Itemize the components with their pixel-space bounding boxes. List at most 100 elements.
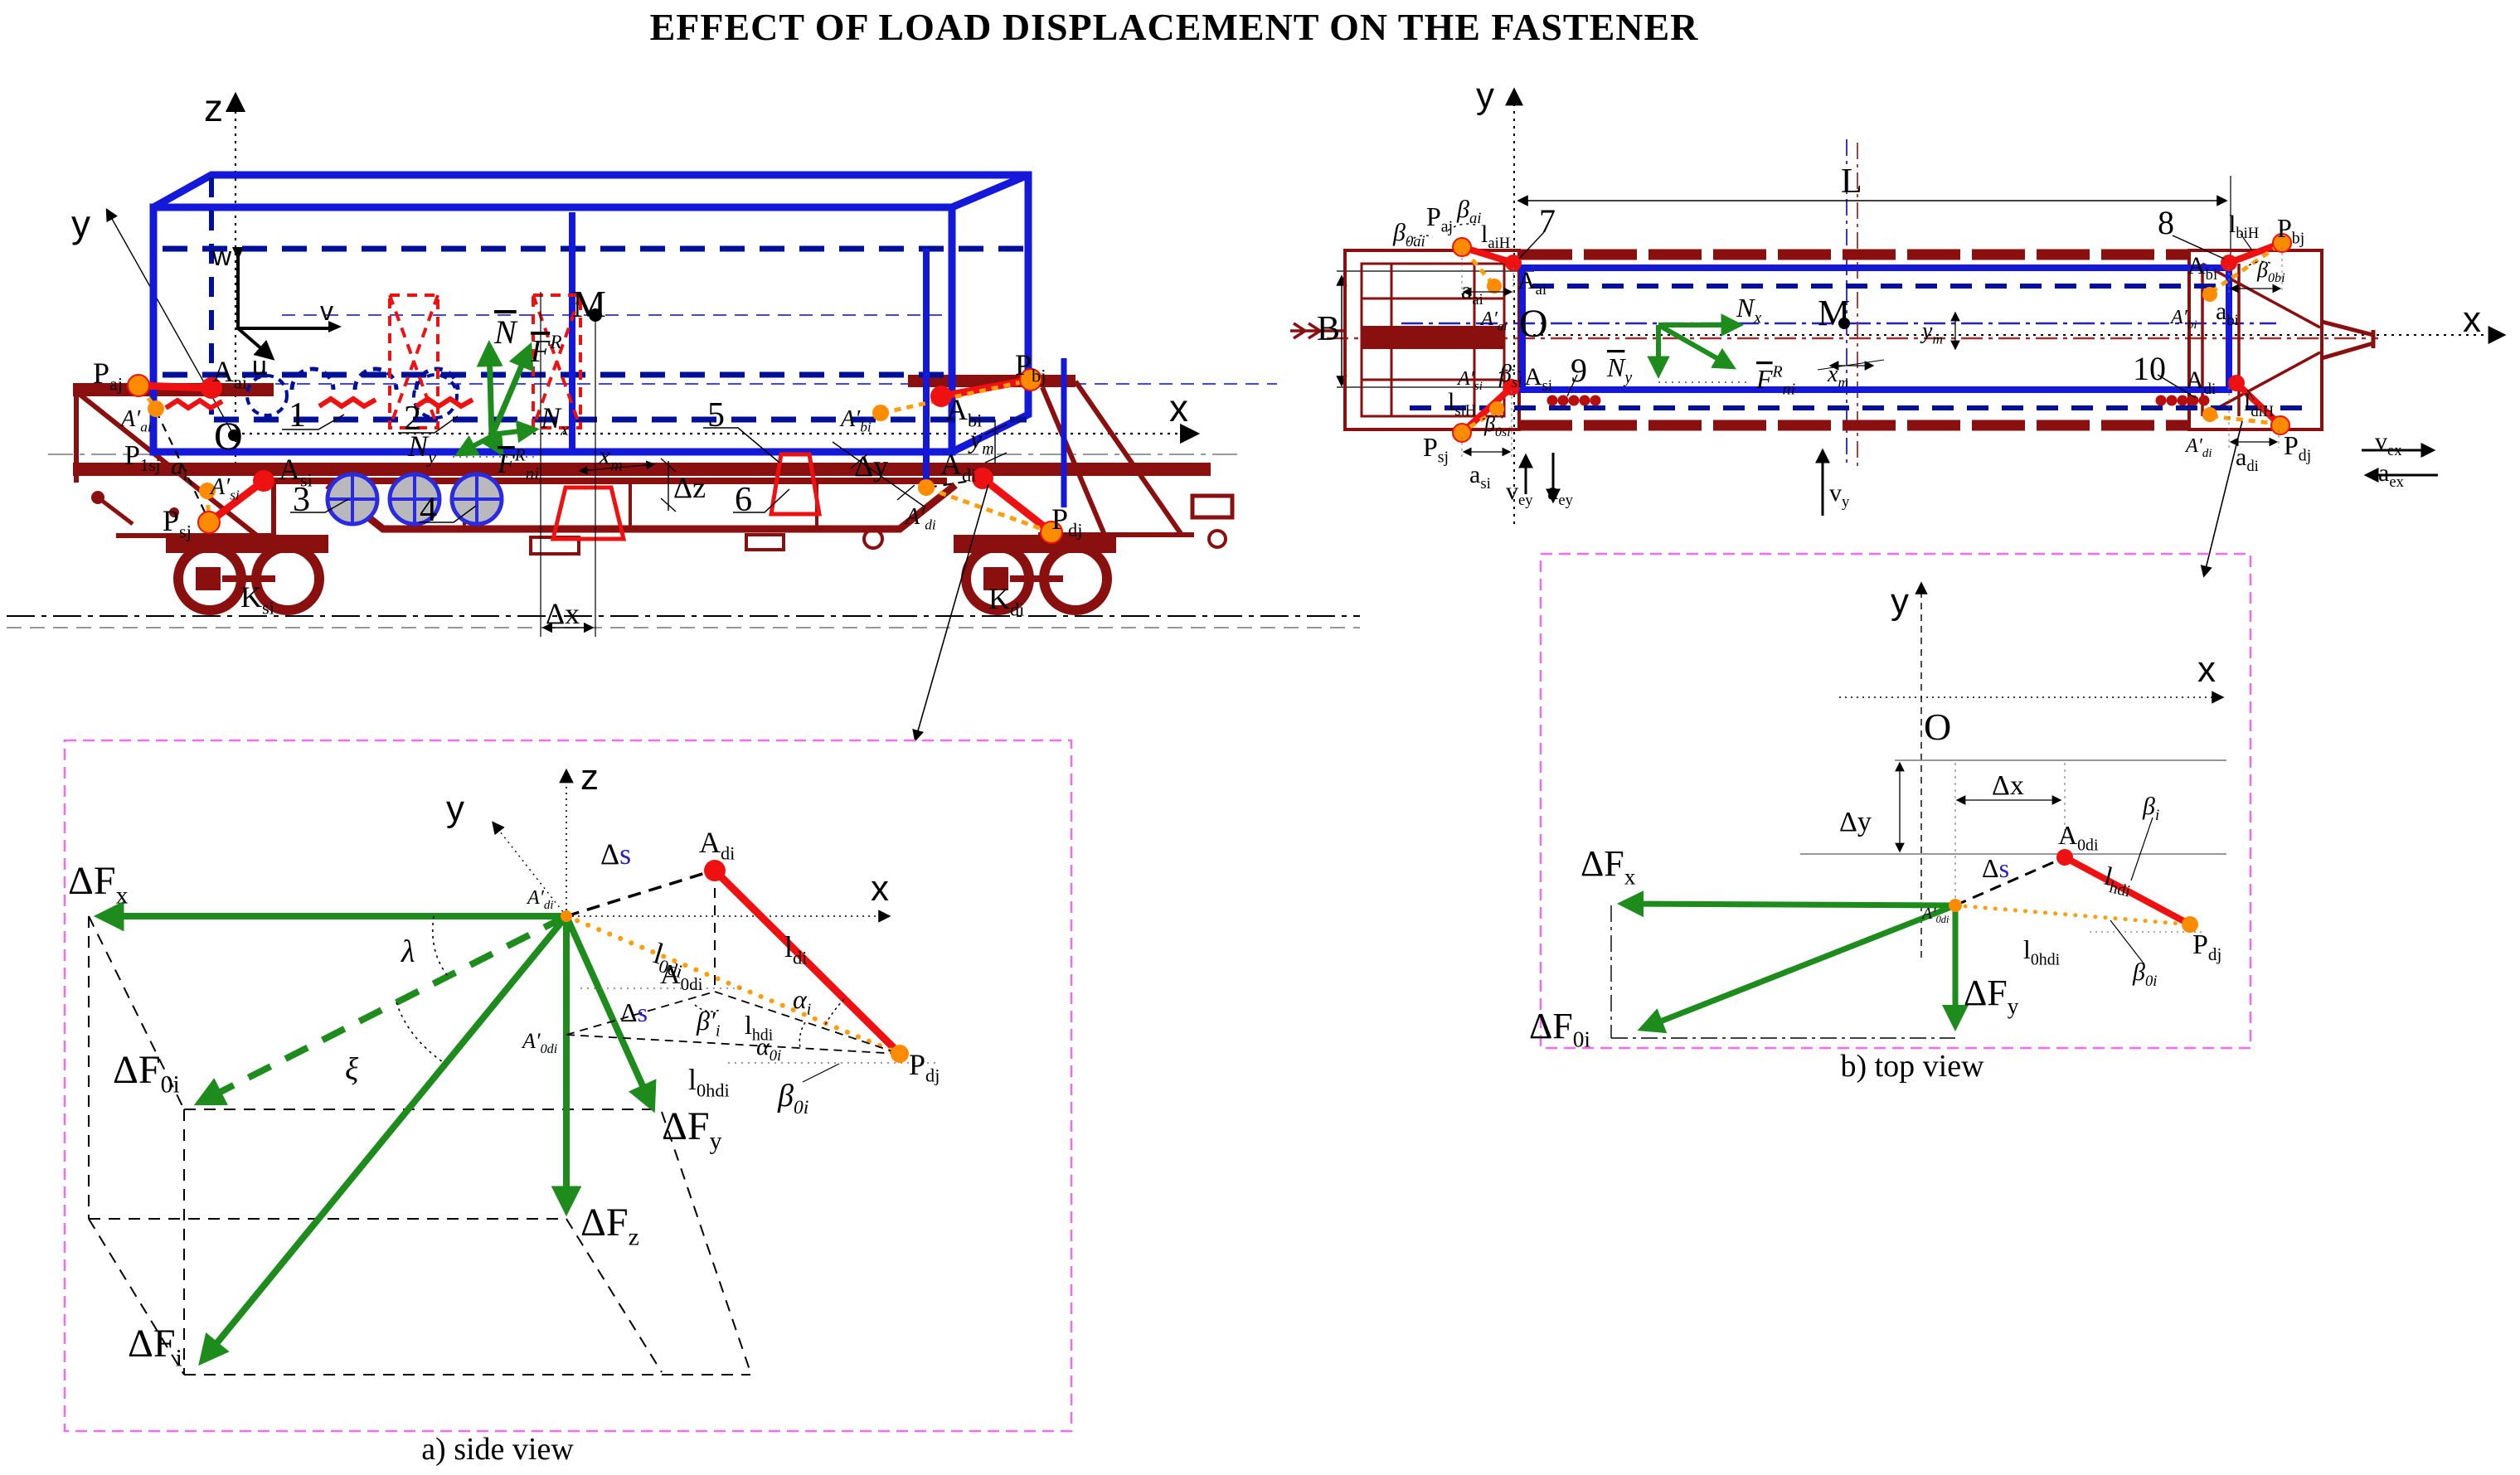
label-a-di: adi [2236,444,2259,475]
label-axis-z: z [204,86,223,129]
label-a-si: asi [1469,461,1491,492]
label-num-3: 3 [293,481,310,519]
label-A1-di: A′di [2184,435,2212,460]
label-ds1: Δs [600,837,631,871]
label-dx: Δx [546,597,580,630]
vector-dFi [198,914,570,1366]
y-axis [492,821,567,917]
label-b0bi: β0bi [2256,258,2285,285]
label-P-sj: Psj [163,504,192,542]
label-dF0i: ΔF0i [113,1048,180,1099]
label-alpha-0i: α0i [756,1033,781,1065]
label-l-hdi: lhdi [745,1010,774,1045]
lhdi-line [2063,854,2192,928]
label-O: O [214,415,243,459]
label-A-si: Asi [1524,363,1552,395]
right-bogie [954,535,1116,615]
label-num-6: 6 [735,481,752,519]
side-view-panel [7,91,1360,742]
label-P-aj: Paj [1426,201,1453,236]
ldi-line [711,867,903,1057]
ds-line [1954,856,2066,907]
ds-line [566,869,714,918]
label-A1-si: A′si [209,474,240,503]
label-x-m: xm [598,440,623,475]
point-A1ai [148,400,164,417]
label-axis-y: y [446,788,464,829]
fasteners-side [127,308,1063,544]
point-A1bi [872,405,889,421]
support-stand [550,485,627,541]
label-A-bi: Abi [946,393,982,431]
label-P-bj: Pbj [2277,213,2304,248]
label-P-dj: Pdj [2284,430,2311,465]
fastener-dot-rows [1546,395,2210,406]
point-Pbj [1019,368,1042,391]
label-A-0di: A0di [660,959,703,994]
label-A1-ai: A′ai [119,406,152,435]
label-axis-x: x [2463,299,2481,340]
label-axis-y: y [1476,75,1494,116]
label-P-dj: Pdj [2192,929,2221,964]
label-ds2: Δs [620,997,648,1027]
label-y-m: ym [1920,318,1943,347]
point-Adi [972,468,993,489]
label-A-0di: A0di [2058,820,2099,855]
label-ds: Δs [1982,853,2009,883]
fastener-bottom-right [2157,374,2290,448]
label-dz: Δz [673,471,706,504]
label-dy: Δy [854,449,888,483]
vector-FRni [482,431,504,457]
red-brace-frames [388,294,582,429]
point-A1di-origin [561,910,572,922]
projection-fan [566,991,901,1055]
label-lambda: λ [401,934,415,969]
label-a-ey: aey [1547,478,1574,509]
label-M: M [1818,293,1850,333]
label-N-y: Ny [1606,352,1632,387]
fastener-top-left [1407,223,1545,297]
label-xi: ξ [345,1052,359,1087]
label-v-y: vy [1829,479,1850,511]
label-M: M [572,283,606,325]
xi-arc [396,1002,446,1065]
label-A1-di: A′di [904,504,936,533]
label-A1-0di: A′0di [1920,905,1949,925]
label-A1-si: A′si [1456,368,1483,393]
label-axis-v: v [320,296,333,326]
label-P-dj: Pdj [1051,502,1082,541]
point-O [228,429,240,441]
local-axes-wvu [232,247,342,361]
label-A-ai: Aai [212,355,247,393]
label-bsi: βsi [1498,360,1522,391]
label-P-1sj: P1sj [124,440,161,475]
left-end-wall [74,383,276,538]
label-dF0i: ΔF0i [1529,1006,1590,1052]
label-l-biH: lbiH [2229,211,2259,242]
label-beta-0i: β0i [2132,958,2157,990]
label-l-0hdi: l0hdi [2023,934,2061,969]
label-K-si: Ksi [240,580,274,619]
label-l-di: ldi [784,930,807,968]
label-P-dj: Pdj [909,1048,940,1086]
label-F-R-ni: FRni [1755,363,1795,399]
left-bogie [166,535,328,615]
detail-a-box [63,739,1073,1433]
top-view-panel [1290,87,2507,578]
label-beta-i: βi [2142,793,2159,824]
label-P-bj: Pbj [1015,348,1046,386]
label-x-m: xm [1827,361,1848,391]
point-Aai [201,377,222,399]
connector-to-detail-b [2200,420,2243,578]
label-b0ai: β0ai [1392,219,1425,250]
label-dy: Δy [1839,807,1872,837]
label-A1-di: A′di [526,887,554,912]
fastener-bottom-left [1452,369,1578,458]
caption-top-view: b) top view [1840,1049,1984,1084]
label-num-10: 10 [2133,350,2166,387]
label-bai: βai [1456,196,1481,227]
